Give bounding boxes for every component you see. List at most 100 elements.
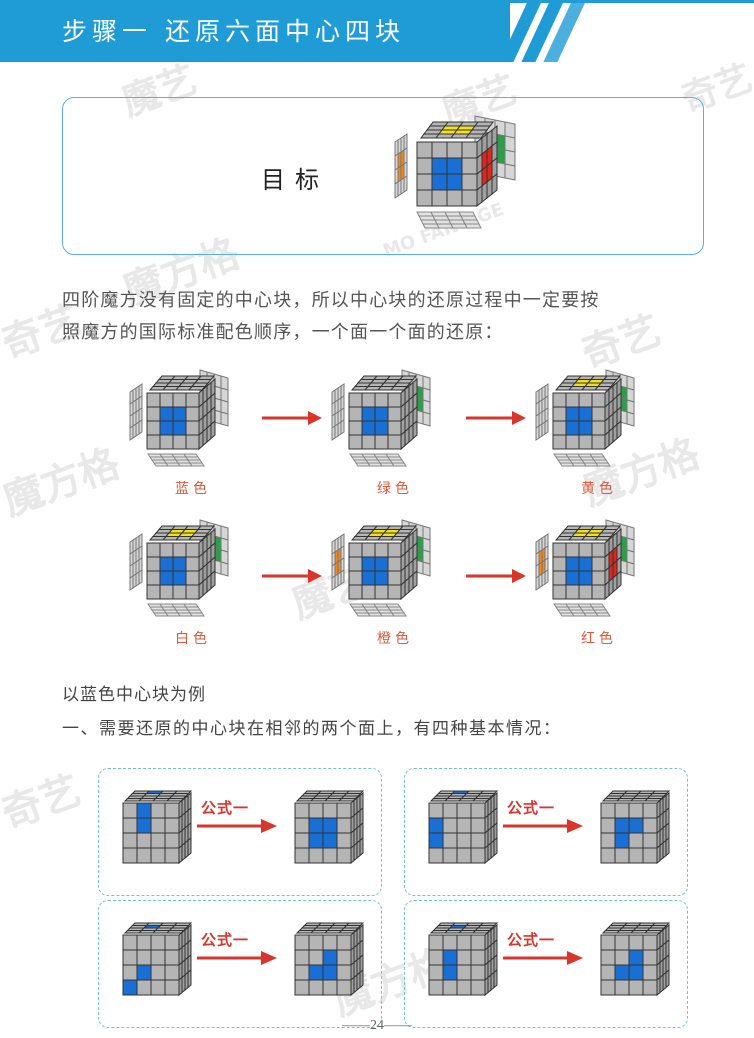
cube-sticker <box>599 529 619 534</box>
cube-sticker <box>491 172 498 196</box>
cube-sticker <box>600 964 616 981</box>
cube-sticker <box>173 790 193 794</box>
cube-sticker <box>122 847 138 864</box>
watermark: 奇艺 <box>0 767 87 839</box>
cube-sticker <box>336 847 352 864</box>
cube-sticker <box>428 949 444 966</box>
cube-sticker <box>136 934 152 951</box>
cube-sticker <box>408 573 414 594</box>
cube-figure <box>331 369 431 467</box>
page-header: 步骤一 还原六面中心四块 <box>0 0 754 62</box>
cube-sticker <box>322 802 338 819</box>
cube-sticker <box>374 420 389 436</box>
sequence-cube-orange: 橙色 <box>330 518 460 647</box>
cube-sticker <box>464 223 482 229</box>
formula-label: 公式一 <box>507 799 556 817</box>
cube-sticker <box>552 542 567 558</box>
cube-sticker <box>340 419 345 435</box>
cube-sticker <box>322 832 338 849</box>
cube-sticker <box>431 189 448 207</box>
cube-sticker <box>136 979 152 996</box>
case-cube-before <box>122 790 193 865</box>
cube-sticker <box>136 847 152 864</box>
cube-sticker <box>628 817 644 834</box>
cube-sticker <box>600 832 616 849</box>
cube-sticker <box>336 802 352 819</box>
cube-sticker <box>412 569 418 590</box>
cube-sticker <box>614 964 630 981</box>
cube-sticker <box>651 790 671 794</box>
cube-sticker <box>552 584 567 600</box>
cube-sticker <box>374 584 389 600</box>
cube-sticker <box>336 934 352 951</box>
cube-sticker <box>193 379 213 384</box>
cube-sticker <box>612 423 618 444</box>
cube-sticker <box>308 832 324 849</box>
cube-sticker <box>202 426 208 447</box>
cube-sticker <box>322 847 338 864</box>
cube-sticker <box>442 817 458 834</box>
case-cube-after <box>294 790 365 865</box>
cube-sticker <box>348 406 363 422</box>
cube-figure <box>129 369 229 467</box>
cube-sticker <box>471 125 491 131</box>
cube-sticker <box>591 420 606 436</box>
cube-sticker <box>474 121 494 127</box>
cube-sticker <box>428 817 444 834</box>
cube-sticker <box>348 434 363 450</box>
cube-sticker <box>122 964 138 981</box>
cube-sticker <box>578 420 593 436</box>
cube-sticker <box>565 556 580 572</box>
cube-sticker <box>552 556 567 572</box>
cube-sticker <box>578 434 593 450</box>
cube-sticker <box>185 434 200 450</box>
cube-sticker <box>150 949 166 966</box>
cube-sticker <box>198 430 204 451</box>
cube-sticker <box>600 802 616 819</box>
cube-sticker <box>392 382 412 387</box>
cube-sticker <box>565 570 580 586</box>
cube-sticker <box>359 836 364 857</box>
cube-sticker <box>294 964 310 981</box>
sequence-cube-white: 白色 <box>128 518 258 647</box>
case-box-4: 公式一 <box>404 900 688 1028</box>
intro-line-2: 照魔方的国际标准配色顺序，一个面一个面的还原： <box>62 322 504 343</box>
cube-sticker <box>185 392 200 408</box>
cube-sticker <box>164 964 180 981</box>
cube-sticker <box>159 556 174 572</box>
cube-sticker <box>308 949 324 966</box>
cube-sticker <box>185 556 200 572</box>
cube-sticker <box>159 584 174 600</box>
cube-sticker <box>361 420 376 436</box>
cube-sticker <box>150 964 166 981</box>
cube-sticker <box>395 379 415 384</box>
cube-sticker <box>479 790 499 794</box>
cube-sticker <box>465 133 485 139</box>
cube-sticker <box>206 423 212 444</box>
cube-sticker <box>578 584 593 600</box>
cube-sticker <box>185 584 200 600</box>
cube-sticker <box>150 802 166 819</box>
sequence-caption: 橙色 <box>377 631 413 647</box>
cube-sticker <box>604 430 610 451</box>
cube-sticker <box>361 406 376 422</box>
cube-sticker <box>470 964 486 981</box>
cube-sticker <box>446 157 463 175</box>
cube-sticker <box>391 462 407 467</box>
cube-sticker <box>642 802 658 819</box>
cube-sticker <box>591 406 606 422</box>
cube-sticker <box>122 979 138 996</box>
page-title: 步骤一 还原六面中心四块 <box>62 17 405 46</box>
cube-sticker <box>172 556 187 572</box>
cube-sticker <box>591 584 606 600</box>
cube-sticker <box>374 556 389 572</box>
cube-sticker <box>159 570 174 586</box>
case-cube-after <box>600 922 671 997</box>
cube-sticker <box>336 832 352 849</box>
cube-sticker <box>596 532 616 537</box>
cube-sticker <box>578 542 593 558</box>
cube-sticker <box>403 147 408 165</box>
cube-sticker <box>387 434 402 450</box>
cube-sticker <box>446 215 464 221</box>
cube-sticker <box>400 430 406 451</box>
